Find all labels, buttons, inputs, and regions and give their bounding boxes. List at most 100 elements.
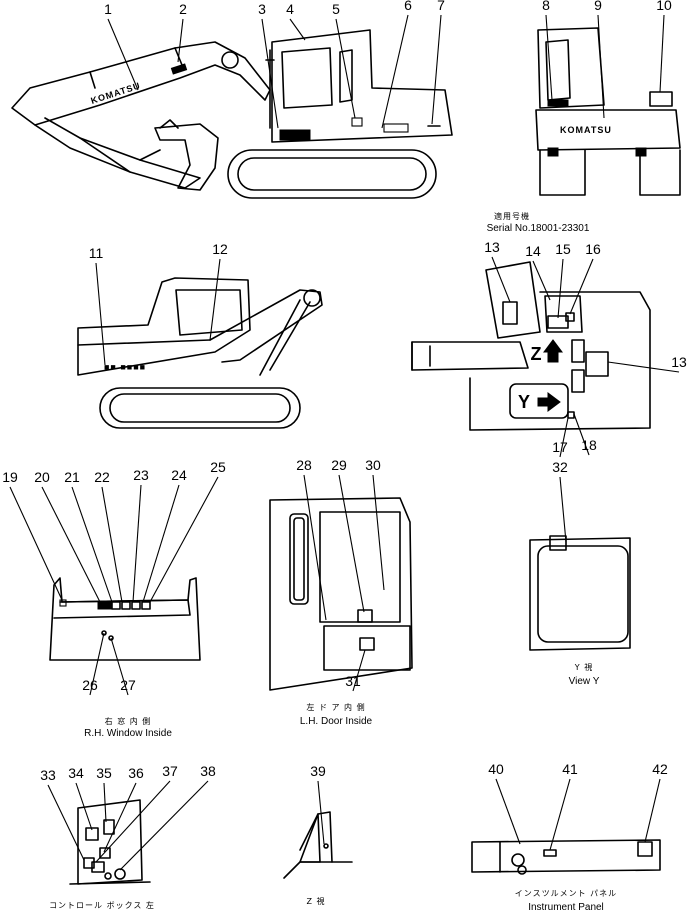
callout-leader-11 [95,262,106,366]
callout-leader-4 [289,18,306,41]
instrument-panel: インスツルメント パネル Instrument Panel [471,839,661,911]
view-z: Z 視 [283,811,353,906]
callout-leader-41 [495,778,521,845]
callout-number-37: 36 [128,765,144,781]
serial-en: Serial No.18001-23301 [487,223,590,234]
callout-leader-16 [569,258,594,315]
callout-leader-7 [431,14,442,125]
callout-leader-42 [549,778,571,851]
callout-leader-22 [71,486,113,603]
callout-leader-37 [103,782,137,853]
callout-leader-33 [559,476,567,543]
callout-number-35: 34 [68,765,84,781]
callout-leader-20 [9,486,63,601]
callout-leader-1 [107,18,139,91]
callout-leader-27 [89,632,105,696]
callout-leader-2 [177,18,184,63]
callout-number-3: 3 [258,1,266,17]
callout-number-29: 28 [296,457,312,473]
counterweight-decal [279,129,311,141]
callout-number-6: 6 [404,0,412,13]
callout-number-32: 31 [345,673,361,689]
view-y-caption-jp: Y 視 [574,663,593,672]
callout-leader-14 [532,260,551,301]
callout-number-30: 29 [331,457,347,473]
callout-leader-15 [557,258,564,319]
callout-leader-21 [41,486,101,603]
callout-number-2: 2 [179,1,187,17]
callout-number-20: 19 [2,469,18,485]
excavator-rear-view: KOMATSU [535,27,681,196]
excavator-side-view: KOMATSU [11,29,453,199]
callout-number-43: 42 [652,761,668,777]
callout-number-39: 38 [200,763,216,779]
callout-leader-5 [335,18,356,119]
callout-leader-40 [317,780,325,845]
callout-number-18: 17 [552,439,568,455]
callout-number-25: 24 [171,467,187,483]
callout-number-26: 25 [210,459,226,475]
callout-number-33: 32 [552,459,568,475]
callout-number-14: 14 [525,243,541,259]
callout-leader-12 [209,258,221,341]
callout-leader-3 [261,18,279,129]
callout-leader-23 [101,486,123,603]
view-z-marker: Z [531,344,542,364]
callout-leader-38 [95,780,171,863]
control-box-left: コントロール ボックス 左 [49,799,154,910]
callout-leader-18 [559,417,569,458]
serial-jp: 適用号機 [494,211,530,221]
callout-leader-28 [110,637,129,696]
callout-number-10: 10 [656,0,672,13]
lh-door-caption-jp: 左 ド ア 内 側 [306,702,365,712]
callout-number-7: 7 [437,0,445,13]
boom-decal [170,63,188,75]
callout-number-9: 9 [594,0,602,13]
excavator-left-view: ■■ ■■■■ [77,277,323,429]
rh-window-caption-jp: 右 窓 内 側 [105,716,152,726]
callout-leader-10 [659,14,665,93]
callout-number-12: 12 [212,241,228,257]
callout-number-16: 16 [585,241,601,257]
callout-number-1: 1 [104,1,112,17]
instrument-panel-caption-en: Instrument Panel [528,902,604,911]
callout-number-22: 21 [64,469,80,485]
lh-door-caption-en: L.H. Door Inside [300,716,373,727]
rh-window-inside: 右 窓 内 側 R.H. Window Inside [49,577,201,739]
callout-number-31: 30 [365,457,381,473]
callout-leader-25 [142,484,180,603]
view-y-marker: Y [518,392,530,412]
callout-leader-26 [149,476,219,603]
view-z-caption-jp: Z 視 [306,897,325,906]
callout-leader-13 [491,256,511,303]
callout-leader-31 [372,474,385,591]
instrument-panel-caption-jp: インスツルメント パネル [515,889,617,898]
callout-number-23: 22 [94,469,110,485]
callout-number-19: 18 [581,437,597,453]
callout-leader-lines [9,14,680,871]
callout-leader-43 [644,778,661,843]
callout-number-28: 27 [120,677,136,693]
view-y-caption-en: View Y [569,676,600,687]
top-view-detail: 適用号機 Serial No.18001-23301 Z Y [411,211,651,431]
callout-leader-32 [352,649,366,692]
callout-number-42: 41 [562,761,578,777]
callout-number-5: 5 [332,1,340,17]
callout-leader-19 [573,413,590,456]
callout-number-17: 13 [671,354,687,370]
callout-number-27: 26 [82,677,98,693]
callout-number-13: 13 [484,239,500,255]
callout-number-21: 20 [34,469,50,485]
callout-leader-29 [303,474,327,621]
callout-number-38: 37 [162,763,178,779]
callout-number-4: 4 [286,1,294,17]
callout-leader-9 [597,14,605,119]
callout-leader-17 [607,361,680,373]
rear-logo: KOMATSU [560,125,612,135]
callout-number-41: 40 [488,761,504,777]
callout-leader-36 [103,782,107,823]
callout-leader-39 [119,780,209,871]
callout-number-15: 15 [555,241,571,257]
